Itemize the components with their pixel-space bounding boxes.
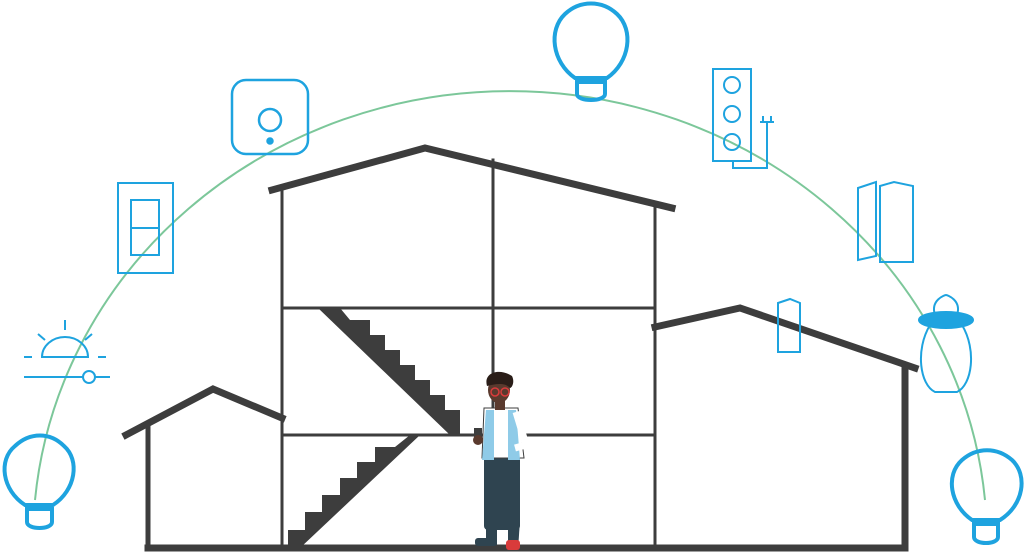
connection-arc: [34, 90, 986, 501]
upper-stairs: [318, 308, 460, 435]
main-roof: [267, 144, 677, 213]
light-switch-icon: [117, 182, 174, 274]
thermostat-icon: [230, 78, 310, 156]
door-sensor-icon: [857, 180, 914, 263]
window-sensor-icon: [777, 297, 801, 353]
ceiling-lamp-icon: [918, 293, 974, 393]
icons: [2, 1, 1024, 545]
sunrise-dimmer-icon: [24, 320, 110, 384]
power-outlet-icon: [712, 68, 774, 169]
light-bulb-icon: [552, 1, 630, 102]
light-bulb-icon: [949, 448, 1024, 545]
lower-stairs: [288, 435, 420, 548]
left-annex-roof: [121, 385, 287, 440]
house: [121, 144, 920, 552]
right-annex-roof: [650, 304, 920, 373]
person: [473, 371, 531, 550]
light-bulb-icon: [2, 433, 76, 530]
